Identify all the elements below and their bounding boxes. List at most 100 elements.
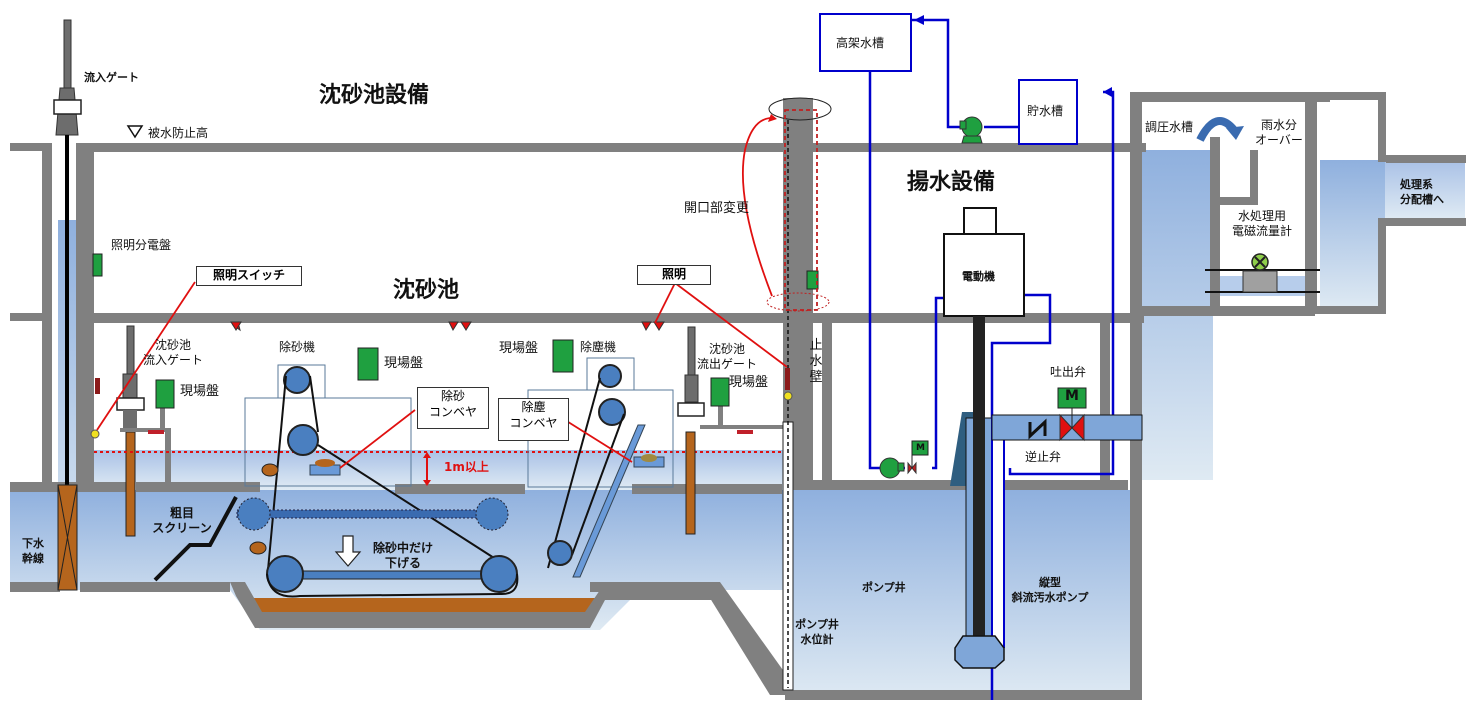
supply-pump-icon bbox=[959, 116, 983, 144]
grit-outflow-gate bbox=[677, 326, 785, 535]
down-arrow-icon bbox=[334, 535, 362, 567]
motor-top bbox=[963, 207, 997, 236]
label-sewer-trunk-l1: 下水 bbox=[22, 537, 44, 550]
label-vertical-pump: 縦型斜流汚水ポンプ bbox=[1005, 575, 1095, 605]
label-flowmeter-l2: 電磁流量計 bbox=[1231, 224, 1292, 238]
label-screen-conveyor-l1: 除塵 bbox=[521, 400, 546, 414]
label-local-panel-3: 現場盤 bbox=[499, 341, 539, 356]
coarse-screen bbox=[153, 496, 238, 582]
label-coarse-screen-l2: スクリーン bbox=[152, 521, 212, 535]
label-waterproof-wall-2: 水 bbox=[809, 354, 823, 369]
label-local-panel-2: 現場盤 bbox=[384, 356, 424, 371]
label-grit-inflow-gate-l1: 沈砂池 bbox=[154, 338, 191, 352]
label-coarse-screen-l1: 粗目 bbox=[169, 506, 194, 520]
label-lower-during-grit: 除砂中だけ下げる bbox=[368, 541, 438, 571]
grit-remover bbox=[236, 364, 519, 598]
label-screen-remover: 除塵機 bbox=[580, 340, 617, 354]
overflow-arrow-icon bbox=[1196, 117, 1238, 142]
grit-inflow-gate bbox=[90, 325, 171, 537]
pump-impeller bbox=[954, 635, 1005, 669]
label-pump-well: ポンプ井 bbox=[862, 581, 906, 594]
label-vertical-pump-l2: 斜流汚水ポンプ bbox=[1011, 591, 1089, 604]
label-pump-well-level-l2: 水位計 bbox=[800, 633, 834, 646]
label-local-panel-4: 現場盤 bbox=[729, 375, 769, 390]
label-surge-tank: 調圧水槽 bbox=[1145, 120, 1194, 134]
light-fixtures bbox=[230, 321, 665, 332]
label-screen-conveyor-l2: コンベヤ bbox=[509, 416, 558, 430]
title-pumping-facility: 揚水設備 bbox=[907, 170, 996, 195]
outflow-channel-water bbox=[1320, 160, 1385, 310]
screen-remover bbox=[527, 357, 674, 578]
opening-top-ellipse bbox=[768, 97, 832, 121]
label-grit-inflow-gate: 沈砂池流入ゲート bbox=[143, 338, 203, 368]
motor bbox=[943, 233, 1025, 317]
label-to-distribution-l1: 処理系 bbox=[1400, 178, 1433, 191]
label-local-panel-1: 現場盤 bbox=[180, 384, 220, 399]
to-distribution-channel bbox=[1385, 160, 1465, 220]
label-waterproof-wall-1: 止 bbox=[809, 338, 823, 353]
pump-well-water bbox=[790, 490, 1130, 700]
title-grit-chamber-facility: 沈砂池設備 bbox=[319, 83, 430, 108]
label-lower-during-l1: 除砂中だけ bbox=[372, 541, 433, 555]
wall-panel-icon bbox=[806, 270, 819, 290]
label-grit-inflow-gate-l2: 流入ゲート bbox=[143, 353, 204, 367]
label-waterproof-wall: 止水壁 bbox=[808, 338, 824, 386]
walls bbox=[10, 92, 1466, 700]
label-lighting: 照明 bbox=[637, 265, 711, 285]
label-grit-conveyor: 除砂コンベヤ bbox=[417, 387, 489, 429]
label-screen-conveyor: 除塵コンベヤ bbox=[498, 398, 569, 441]
label-waterproof-wall-3: 壁 bbox=[809, 370, 823, 385]
title-grit-chamber: 沈砂池 bbox=[393, 278, 460, 303]
label-grit-outflow-gate: 沈砂池流出ゲート bbox=[697, 342, 757, 372]
label-stormwater-overflow-l1: 雨水分 bbox=[1260, 118, 1297, 132]
drain-pump-icon bbox=[879, 440, 929, 479]
label-to-distribution: 処理系分配槽へ bbox=[1400, 177, 1444, 207]
label-grit-conveyor-l1: 除砂 bbox=[440, 389, 465, 403]
label-grit-remover: 除砂機 bbox=[279, 340, 316, 354]
label-coarse-screen: 粗目スクリーン bbox=[152, 506, 212, 536]
label-inflow-gate: 流入ゲート bbox=[84, 71, 139, 84]
label-stormwater-overflow: 雨水分オーバー bbox=[1253, 118, 1305, 148]
label-lighting-switch: 照明スイッチ bbox=[196, 266, 302, 286]
annotation-lines bbox=[96, 281, 788, 469]
discharge-valve-motor-mark: M bbox=[1065, 388, 1079, 404]
label-lower-during-l2: 下げる bbox=[384, 556, 421, 570]
label-one-meter: 1m以上 bbox=[444, 460, 489, 474]
flood-level-marker-icon bbox=[126, 125, 144, 139]
check-valve-icon bbox=[1028, 418, 1047, 440]
label-discharge-valve: 吐出弁 bbox=[1050, 365, 1087, 379]
label-opening-change: 開口部変更 bbox=[684, 201, 750, 216]
label-flowmeter-l1: 水処理用 bbox=[1237, 209, 1286, 223]
label-motor: 電動機 bbox=[962, 270, 995, 283]
label-lighting-board: 照明分電盤 bbox=[111, 238, 172, 252]
label-sewer-trunk: 下水幹線 bbox=[18, 536, 48, 566]
label-check-valve: 逆止弁 bbox=[1025, 450, 1062, 464]
drain-valve-motor-mark: M bbox=[916, 443, 925, 453]
label-to-distribution-l2: 分配槽へ bbox=[1400, 193, 1444, 206]
elevated-tank bbox=[819, 13, 912, 72]
flowmeter-body bbox=[1242, 270, 1278, 293]
pump-shaft bbox=[973, 316, 985, 646]
local-panel-2-icon bbox=[357, 347, 379, 381]
label-grit-outflow-gate-l1: 沈砂池 bbox=[708, 342, 745, 356]
label-stormwater-overflow-l2: オーバー bbox=[1255, 133, 1303, 147]
lighting-board-icon bbox=[92, 253, 103, 277]
label-grit-conveyor-l2: コンベヤ bbox=[428, 405, 477, 419]
label-sewer-trunk-l2: 幹線 bbox=[22, 552, 44, 565]
label-pump-well-level-l1: ポンプ井 bbox=[795, 618, 839, 631]
label-pump-well-level: ポンプ井水位計 bbox=[792, 617, 842, 647]
storage-tank bbox=[1018, 79, 1078, 145]
local-panel-3-icon bbox=[552, 339, 574, 373]
label-elevated-tank: 高架水槽 bbox=[836, 36, 885, 50]
local-panel-4-icon bbox=[710, 377, 730, 407]
inflow-gate bbox=[53, 19, 82, 591]
local-panel-1-icon bbox=[155, 379, 175, 409]
label-storage-tank: 貯水槽 bbox=[1027, 104, 1064, 118]
label-grit-outflow-gate-l2: 流出ゲート bbox=[697, 357, 758, 371]
label-flowmeter: 水処理用電磁流量計 bbox=[1226, 209, 1298, 239]
label-flood-height: 被水防止高 bbox=[148, 126, 209, 140]
label-vertical-pump-l1: 縦型 bbox=[1039, 576, 1061, 589]
discharge-valve-icon bbox=[1059, 413, 1073, 442]
